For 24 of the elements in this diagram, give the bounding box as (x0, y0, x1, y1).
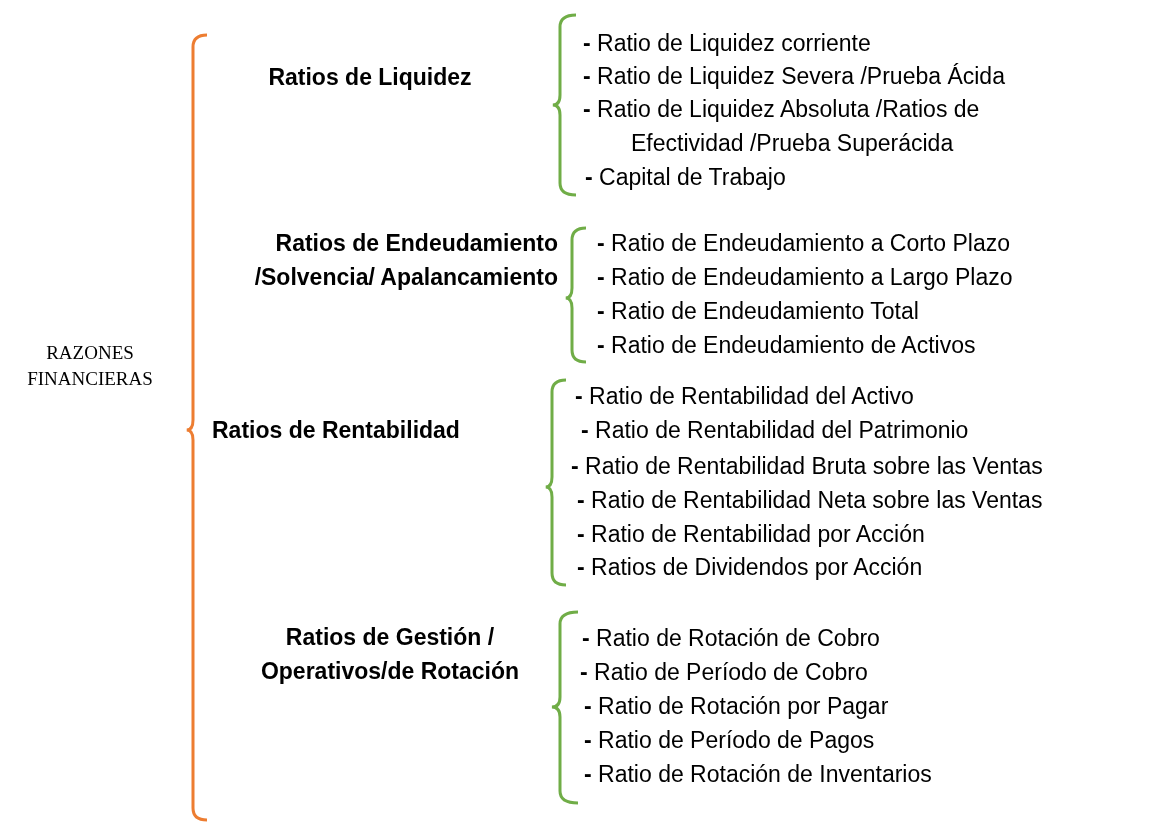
list-item: - Ratio de Período de Cobro (580, 655, 868, 689)
list-item: - Ratio de Rotación de Inventarios (584, 757, 932, 791)
list-item: - Ratio de Endeudamiento a Corto Plazo (597, 226, 1010, 260)
list-item: - Ratio de Período de Pagos (584, 723, 875, 757)
list-item: - Capital de Trabajo (585, 160, 786, 194)
list-item: - Ratio de Rotación de Cobro (582, 621, 880, 655)
list-item: - Ratio de Liquidez corriente (583, 26, 871, 60)
list-item: - Ratio de Rentabilidad por Acción (577, 517, 925, 551)
list-item: - Ratio de Rentabilidad del Activo (575, 379, 914, 413)
list-item: - Ratio de Rotación por Pagar (584, 689, 889, 723)
list-item: - Ratios de Dividendos por Acción (577, 550, 923, 584)
category-label: Ratios de Liquidez (230, 60, 510, 94)
list-item: - Ratio de Liquidez Severa /Prueba Ácida (583, 59, 1005, 93)
root-label: RAZONES FINANCIERAS (20, 340, 160, 392)
list-item: - Ratio de Rentabilidad del Patrimonio (581, 413, 969, 447)
list-item: - Ratio de Rentabilidad Neta sobre las Ventas (577, 483, 1043, 517)
list-item: - Ratio de Liquidez Absoluta /Ratios de Efectividad /Prueba Superácida (583, 92, 1071, 160)
list-item: - Ratio de Endeudamiento a Largo Plazo (597, 260, 1013, 294)
category-label: Ratios de Gestión / Operativos/de Rotación (220, 620, 560, 688)
list-item: - Ratio de Endeudamiento de Activos (597, 328, 976, 362)
list-item: - Ratio de Rentabilidad Bruta sobre las Ventas (571, 449, 1043, 483)
category-label: Ratios de Endeudamiento /Solvencia/ Apalancamiento (190, 226, 558, 294)
list-item: - Ratio de Endeudamiento Total (597, 294, 919, 328)
category-label: Ratios de Rentabilidad (212, 413, 542, 447)
